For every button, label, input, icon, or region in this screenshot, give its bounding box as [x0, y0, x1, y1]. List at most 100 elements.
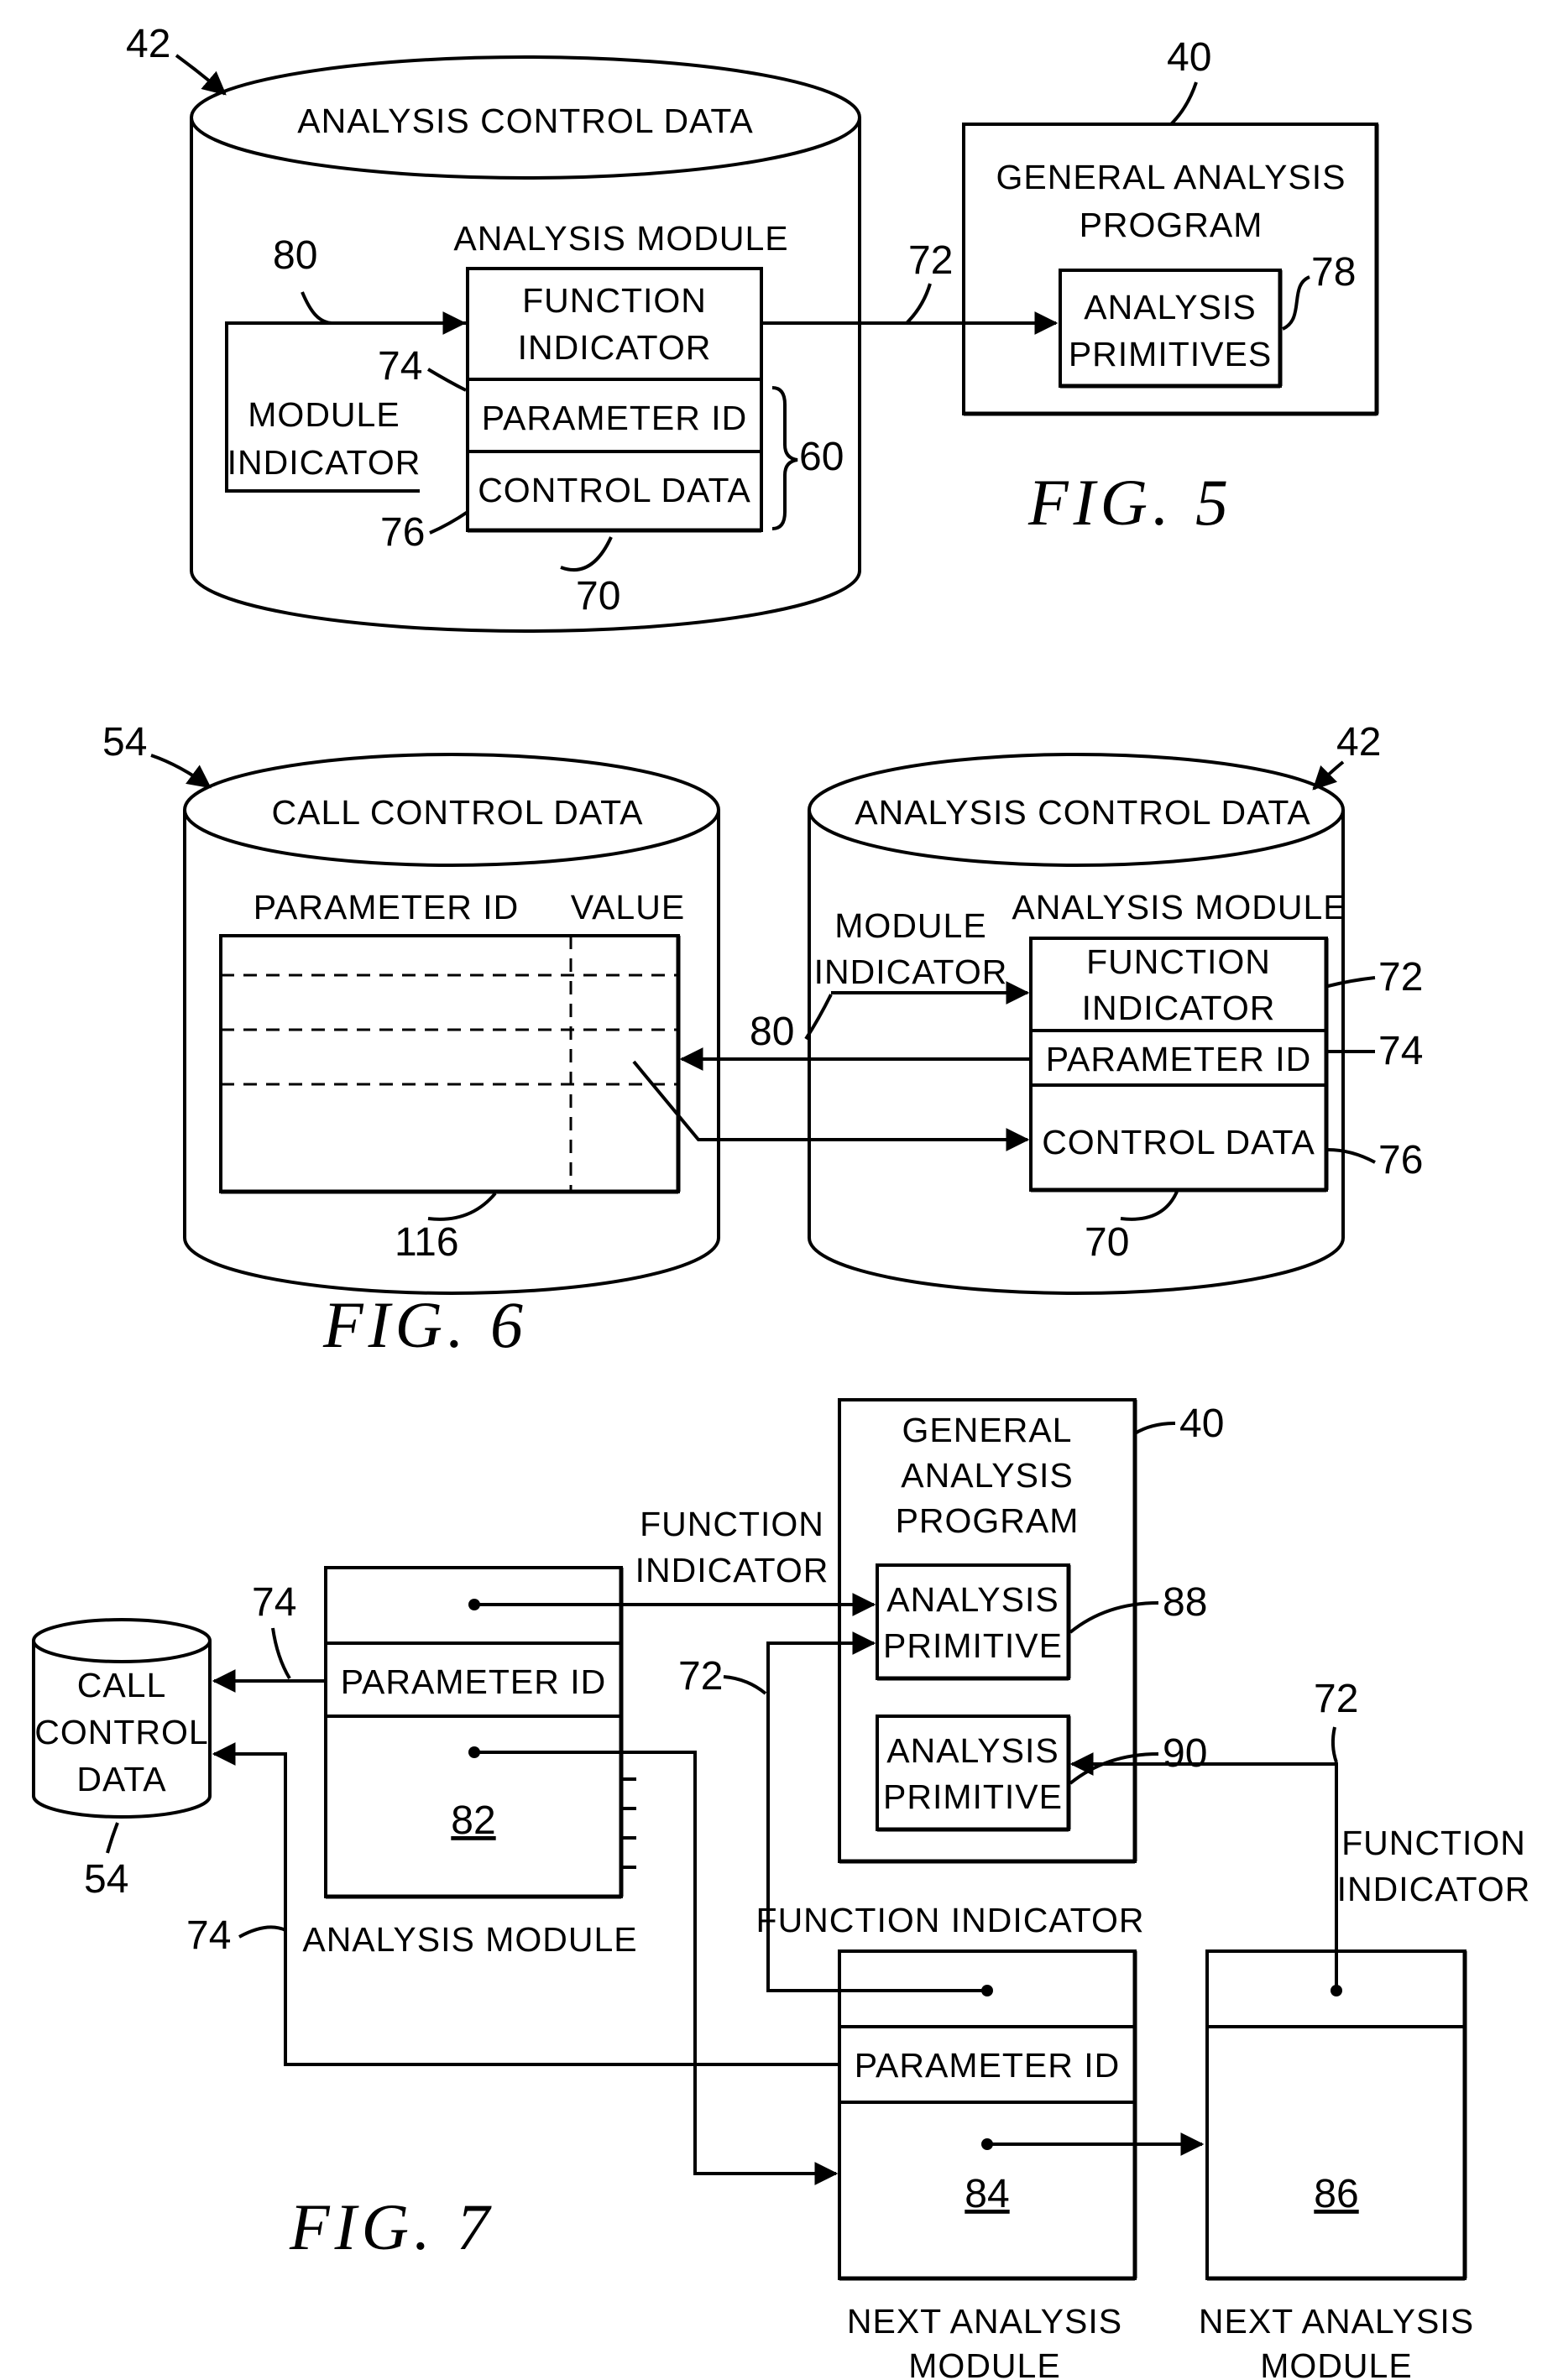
svg-text:PRIMITIVES: PRIMITIVES: [1069, 335, 1272, 373]
svg-text:MODULE: MODULE: [1260, 2346, 1412, 2380]
leader-74-b: [239, 1927, 285, 1937]
ref-86: 86: [1314, 2172, 1358, 2216]
call-control-data-title: CALL CONTROL DATA: [271, 793, 643, 832]
next-analysis-module-86-box: 86: [1207, 1951, 1465, 2278]
database-title: ANALYSIS CONTROL DATA: [297, 102, 753, 140]
ref-70: 70: [576, 574, 620, 618]
ref-116: 116: [395, 1220, 459, 1265]
brace-60: [772, 388, 797, 529]
svg-text:ANALYSIS: ANALYSIS: [901, 1456, 1074, 1495]
fig6-leader-42: [1314, 762, 1343, 789]
ref-84: 84: [965, 2172, 1009, 2216]
leader-40: [1171, 82, 1196, 124]
leader-42: [176, 55, 225, 94]
control-data-field: CONTROL DATA: [478, 471, 751, 509]
svg-text:MODULE: MODULE: [248, 395, 400, 434]
column-value: VALUE: [571, 888, 685, 926]
ref-54: 54: [102, 720, 147, 765]
fig7-ref-74-b: 74: [186, 1913, 231, 1958]
svg-text:ANALYSIS: ANALYSIS: [1084, 288, 1257, 326]
fig6-ref-74: 74: [1378, 1029, 1423, 1073]
value-return-arrow: [634, 1062, 1027, 1140]
function-indicator-label-top: FUNCTION: [640, 1505, 824, 1543]
svg-text:PRIMITIVE: PRIMITIVE: [883, 1777, 1063, 1816]
svg-text:INDICATOR: INDICATOR: [227, 443, 421, 482]
svg-text:ANALYSIS: ANALYSIS: [886, 1731, 1059, 1770]
svg-text:CONTROL: CONTROL: [34, 1713, 208, 1751]
leader-76: [430, 512, 468, 533]
ref-40: 40: [1167, 35, 1211, 80]
parameter-id-field: PARAMETER ID: [482, 399, 748, 437]
svg-text:CALL: CALL: [77, 1666, 167, 1704]
next-analysis-module-84-label: NEXT ANALYSIS: [847, 2302, 1122, 2341]
figure-6-caption: FIG. 6: [322, 1288, 528, 1361]
svg-text:PROGRAM: PROGRAM: [896, 1501, 1080, 1540]
leader-72-b: [1333, 1727, 1336, 1762]
svg-text:PROGRAM: PROGRAM: [1080, 206, 1263, 244]
svg-text:INDICATOR: INDICATOR: [518, 328, 712, 367]
next-analysis-module-84-box: PARAMETER ID 84: [839, 1951, 1135, 2278]
fig6-ref-80: 80: [750, 1010, 794, 1054]
fig6-leader-76: [1328, 1150, 1375, 1162]
leader-74: [428, 369, 466, 390]
next-analysis-module-86-label: NEXT ANALYSIS: [1199, 2302, 1474, 2341]
fig6-ref-70: 70: [1085, 1220, 1129, 1265]
analysis-module-82-label: ANALYSIS MODULE: [302, 1920, 637, 1959]
ref-76: 76: [380, 510, 425, 555]
parameter-id-arrow-84: [214, 1754, 839, 2064]
leader-74-a: [273, 1628, 290, 1678]
fig7-leader-40: [1135, 1423, 1175, 1433]
svg-text:INDICATOR: INDICATOR: [1337, 1870, 1531, 1908]
figure-7-caption: FIG. 7: [289, 2190, 494, 2263]
svg-text:ANALYSIS: ANALYSIS: [886, 1580, 1059, 1619]
module-82-parameter-id: PARAMETER ID: [341, 1662, 607, 1701]
figure-5: ANALYSIS CONTROL DATA 42 MODULE INDICATO…: [126, 22, 1377, 631]
leader-72: [907, 284, 930, 323]
figure-6: CALL CONTROL DATA 54 PARAMETER ID VALUE …: [102, 720, 1423, 1361]
svg-text:PRIMITIVE: PRIMITIVE: [883, 1626, 1063, 1665]
leader-88: [1070, 1603, 1158, 1632]
fig6-analysis-module-box: FUNCTION INDICATOR PARAMETER ID CONTROL …: [1031, 938, 1326, 1190]
leader-54: [151, 755, 210, 787]
fig7-ref-54: 54: [84, 1857, 128, 1902]
function-indicator-arrow-86: [1072, 1764, 1336, 1991]
fig7-ref-72-a: 72: [678, 1654, 723, 1699]
analysis-primitives-box: ANALYSIS PRIMITIVES: [1060, 270, 1280, 386]
svg-text:DATA: DATA: [76, 1760, 166, 1798]
leader-116: [428, 1193, 495, 1219]
ref-88: 88: [1163, 1580, 1207, 1625]
fig6-leader-72: [1328, 978, 1375, 986]
fig6-analysis-control-data-title: ANALYSIS CONTROL DATA: [855, 793, 1310, 832]
svg-text:INDICATOR: INDICATOR: [635, 1551, 829, 1589]
fig6-analysis-module-title: ANALYSIS MODULE: [1012, 888, 1346, 926]
figure-5-caption: FIG. 5: [1027, 466, 1233, 539]
fig6-control-data-field: CONTROL DATA: [1042, 1123, 1315, 1161]
svg-text:MODULE: MODULE: [908, 2346, 1060, 2380]
fig7-ref-40: 40: [1179, 1401, 1224, 1446]
leader-70: [561, 537, 611, 570]
fig6-ref-42: 42: [1336, 720, 1381, 765]
svg-text:GENERAL: GENERAL: [902, 1411, 1073, 1449]
ref-74: 74: [378, 344, 422, 389]
module-indicator-box: MODULE INDICATOR: [227, 323, 466, 491]
ref-42: 42: [126, 22, 170, 66]
ref-60: 60: [799, 435, 844, 479]
ref-90: 90: [1163, 1731, 1207, 1776]
leader-72-a: [724, 1677, 766, 1694]
fig6-function-indicator-field: FUNCTION: [1086, 942, 1271, 981]
svg-text:INDICATOR: INDICATOR: [814, 953, 1008, 991]
analysis-module-box: FUNCTION INDICATOR PARAMETER ID CONTROL …: [468, 269, 761, 530]
svg-text:GENERAL ANALYSIS: GENERAL ANALYSIS: [996, 158, 1346, 196]
function-indicator-label-mid: FUNCTION INDICATOR: [756, 1901, 1145, 1939]
analysis-primitive-88-box: ANALYSIS PRIMITIVE: [877, 1565, 1069, 1678]
fig7-ref-72-b: 72: [1314, 1677, 1358, 1721]
analysis-module-82-box: PARAMETER ID 82: [326, 1568, 636, 1897]
ref-78: 78: [1311, 250, 1356, 295]
svg-text:INDICATOR: INDICATOR: [1082, 989, 1276, 1027]
module-84-parameter-id: PARAMETER ID: [855, 2046, 1121, 2085]
ref-80: 80: [273, 233, 317, 278]
call-control-data-table: [221, 936, 678, 1192]
fig6-ref-72: 72: [1378, 955, 1423, 999]
fig6-leader-70: [1121, 1192, 1177, 1219]
